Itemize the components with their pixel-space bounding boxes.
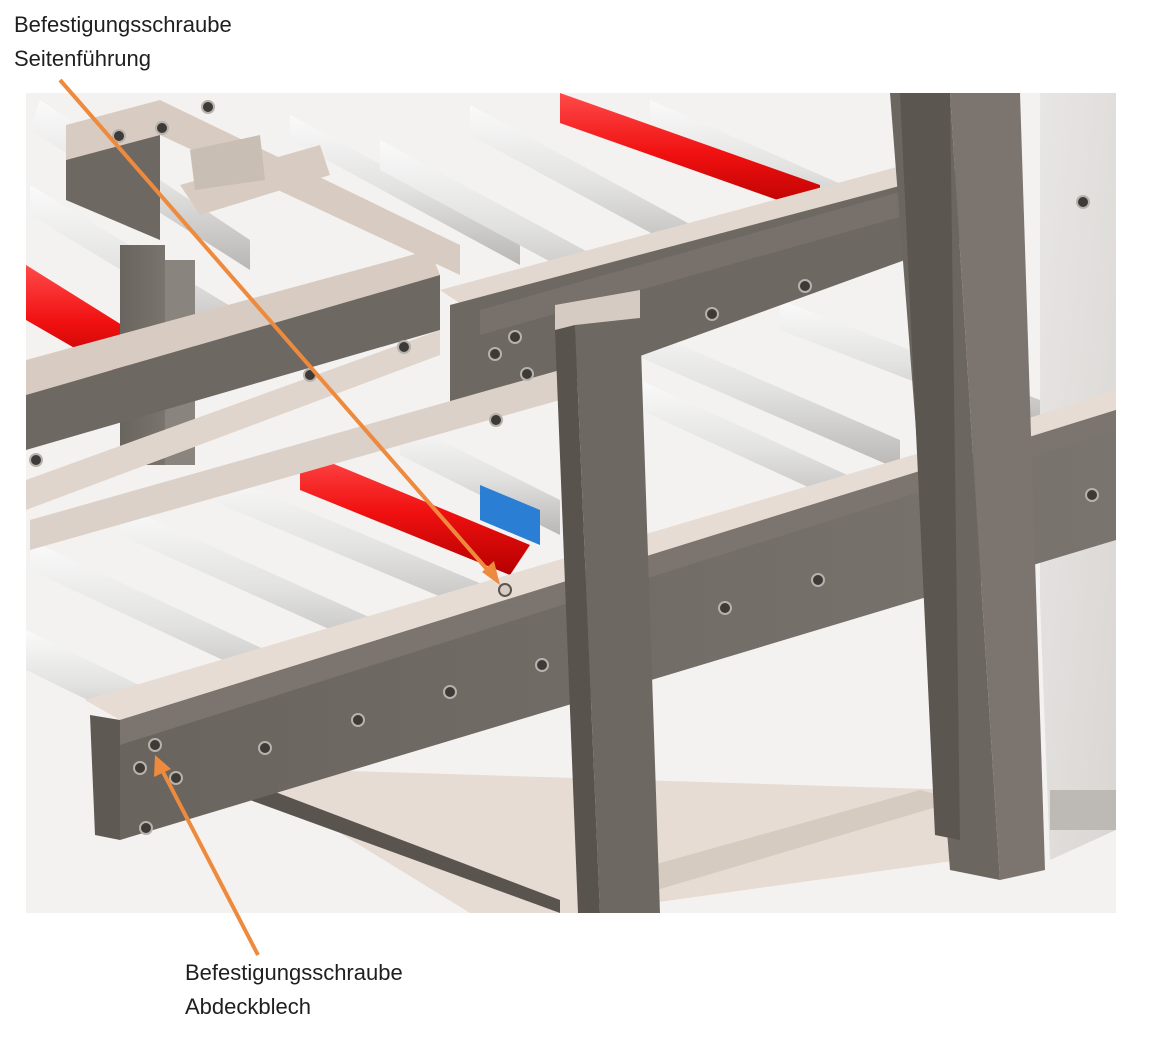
screw-icon [201, 100, 215, 114]
screw-icon [718, 601, 732, 615]
screw-icon [169, 771, 183, 785]
screw-icon [112, 129, 126, 143]
floor-crossbar [600, 790, 960, 895]
target-screw-icon [498, 583, 512, 597]
callout-top-line2: Seitenführung [14, 46, 151, 71]
screw-icon [535, 658, 549, 672]
arrow-top-head [482, 561, 500, 585]
conveyor-scene [26, 93, 1116, 913]
blue-part [480, 485, 540, 545]
callout-label-side-guide: Befestigungsschraube Seitenführung [14, 8, 232, 76]
screw-icon [397, 340, 411, 354]
callout-bottom-line2: Abdeckblech [185, 994, 311, 1019]
screw-icon [258, 741, 272, 755]
callout-bottom-line1: Befestigungsschraube [185, 960, 403, 985]
screw-icon [1076, 195, 1090, 209]
vertical-posts [555, 93, 1045, 913]
screw-heads [29, 100, 1099, 835]
screw-icon [811, 573, 825, 587]
arrow-bottom-line [160, 769, 260, 956]
screw-icon [351, 713, 365, 727]
screw-icon [139, 821, 153, 835]
screw-icon [520, 367, 534, 381]
floor-frame-edge [250, 790, 560, 913]
screw-icon [148, 738, 162, 752]
screw-icon [443, 685, 457, 699]
screw-icon [489, 413, 503, 427]
left-frame [26, 100, 460, 510]
screw-icon [29, 453, 43, 467]
red-roller-front [300, 450, 530, 575]
screw-icon [798, 279, 812, 293]
screw-icon [133, 761, 147, 775]
screw-icon [155, 121, 169, 135]
callout-arrows [58, 78, 500, 956]
callout-label-cover-plate: Befestigungsschraube Abdeckblech [185, 956, 403, 1024]
callout-top-line1: Befestigungsschraube [14, 12, 232, 37]
screw-icon [508, 330, 522, 344]
arrow-bottom-head [154, 755, 171, 777]
side-rail [1050, 790, 1116, 830]
screw-icon [488, 347, 502, 361]
screw-icon [1085, 488, 1099, 502]
arrow-top-line [58, 78, 494, 577]
screw-icon [705, 307, 719, 321]
red-roller-back [560, 93, 820, 215]
